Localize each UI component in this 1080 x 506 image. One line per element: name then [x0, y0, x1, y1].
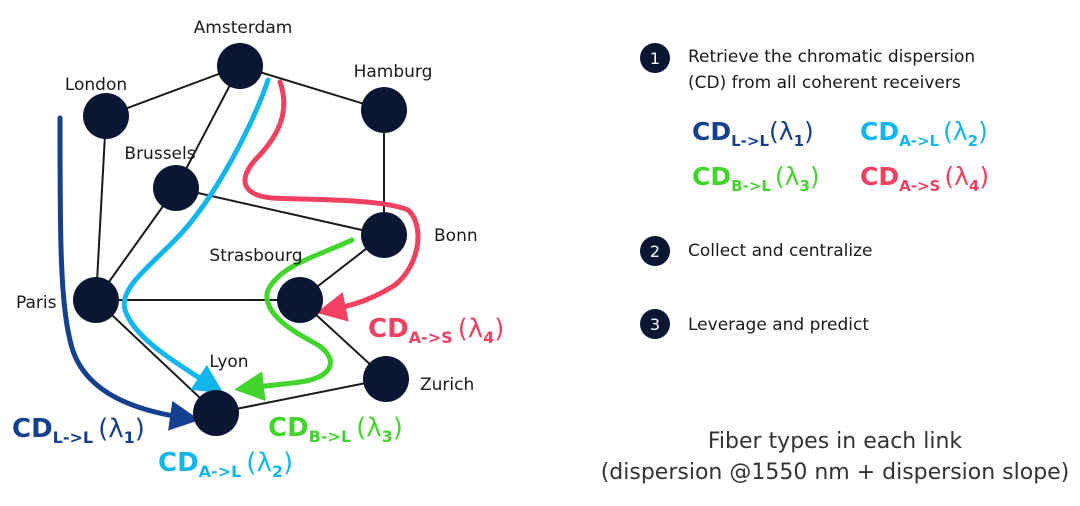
step-2-text: Collect and centralize — [688, 241, 872, 261]
step-1-number: 1 — [650, 49, 660, 68]
cd-main: CD — [860, 117, 899, 146]
caption: Fiber types in each link (dispersion @15… — [601, 429, 1070, 485]
step-1-text-line2: (CD) from all coherent receivers — [688, 73, 961, 93]
cd-sub: L->L — [731, 132, 769, 150]
cd-main: CD — [368, 314, 409, 344]
legend-cd-a-l: CDA->L(λ2) — [860, 117, 988, 150]
cd-sub: A->L — [899, 132, 939, 150]
diagram-cd-labels: CDL->L(λ1) CDA->L(λ2) CDB->L(λ3) CDA->S(… — [12, 314, 504, 481]
step-1: 1 Retrieve the chromatic dispersion (CD)… — [640, 43, 975, 93]
label-cd-a-l: CDA->L(λ2) — [158, 448, 293, 481]
cd-index: 2 — [968, 132, 978, 150]
cd-main: CD — [158, 448, 199, 478]
link-london-amsterdam — [105, 65, 241, 117]
cd-index: 2 — [272, 462, 283, 481]
node-hamburg — [361, 87, 407, 133]
node-strasbourg — [277, 277, 323, 323]
node-amsterdam — [217, 43, 263, 89]
cd-main: CD — [12, 414, 53, 444]
label-cd-b-l: CDB->L (λ3) — [268, 413, 403, 446]
legend-cd-a-s: CDA->S(λ4) — [860, 162, 989, 195]
cd-close: ) — [135, 414, 145, 444]
legend-cd-l-l: CDL->L(λ1) — [692, 117, 814, 150]
cd-lambda: (λ — [246, 448, 272, 478]
step-3: 3 Leverage and predict — [640, 309, 869, 339]
node-london — [83, 93, 129, 139]
city-labels: Amsterdam London Hamburg Brussels Bonn S… — [16, 18, 478, 395]
cd-main: CD — [860, 162, 899, 191]
node-bonn — [361, 212, 407, 258]
label-paris: Paris — [16, 293, 57, 313]
node-zurich — [363, 356, 409, 402]
cd-main: CD — [692, 117, 731, 146]
link-brussels-bonn — [175, 187, 385, 236]
link-amsterdam-hamburg — [239, 65, 385, 111]
cd-close: ) — [978, 117, 988, 146]
path-cd-amsterdam-strasbourg — [242, 79, 421, 322]
cd-lambda: (λ — [98, 414, 124, 444]
cd-close: ) — [283, 448, 293, 478]
label-brussels: Brussels — [124, 144, 195, 164]
label-cd-a-s: CDA->S (λ4) — [368, 314, 504, 347]
step-3-text: Leverage and predict — [688, 315, 869, 335]
step-2-badge — [640, 236, 670, 266]
cd-close: ) — [979, 162, 989, 191]
cd-sub: L->L — [53, 428, 93, 447]
node-paris — [73, 277, 119, 323]
cd-close: ) — [494, 314, 504, 344]
step-2-number: 2 — [650, 242, 660, 261]
path-cd-london-lyon — [57, 115, 200, 431]
cd-close: ) — [810, 162, 820, 191]
cd-index: 3 — [382, 427, 393, 446]
step-3-badge — [640, 309, 670, 339]
label-zurich: Zurich — [420, 375, 474, 395]
cd-index: 1 — [794, 132, 804, 150]
label-amsterdam: Amsterdam — [194, 18, 293, 38]
cd-lambda: (λ — [775, 162, 800, 191]
cd-main: CD — [268, 413, 309, 443]
step-1-badge — [640, 43, 670, 73]
cd-lambda: (λ — [943, 117, 968, 146]
label-london: London — [65, 75, 127, 95]
path-cd-amsterdam-lyon — [121, 77, 271, 394]
cd-sub: A->L — [199, 462, 242, 481]
label-cd-l-l: CDL->L (λ1) — [12, 414, 145, 447]
cd-close: ) — [393, 413, 403, 443]
link-zurich-lyon — [215, 378, 387, 414]
caption-line2: (dispersion @1550 nm + dispersion slope) — [601, 460, 1070, 485]
cd-lambda: (λ — [356, 413, 382, 443]
link-paris-lyon — [95, 299, 217, 414]
cd-legend: CDL->L(λ1) CDA->L(λ2) CDB->L(λ3) CDA->S(… — [692, 117, 989, 195]
label-lyon: Lyon — [209, 352, 248, 372]
cd-lambda: (λ — [458, 314, 484, 344]
node-lyon — [193, 390, 239, 436]
cd-main: CD — [692, 162, 731, 191]
cd-index: 3 — [799, 177, 809, 195]
label-hamburg: Hamburg — [354, 62, 433, 82]
cd-lambda: (λ — [769, 117, 794, 146]
network-nodes — [73, 43, 409, 436]
path-cd-bonn-lyon — [234, 237, 355, 402]
link-london-paris — [95, 115, 107, 301]
step-3-number: 3 — [650, 315, 660, 334]
cd-sub: A->S — [899, 177, 940, 195]
step-2: 2 Collect and centralize — [640, 236, 872, 266]
step-1-text-line1: Retrieve the chromatic dispersion — [688, 47, 975, 67]
label-bonn: Bonn — [434, 226, 478, 246]
legend-cd-b-l: CDB->L(λ3) — [692, 162, 820, 195]
cd-sub: B->L — [309, 427, 351, 446]
cd-index: 4 — [483, 328, 494, 347]
cd-index: 1 — [124, 428, 135, 447]
caption-line1: Fiber types in each link — [708, 429, 963, 454]
cd-sub: B->L — [731, 177, 771, 195]
cd-lambda: (λ — [944, 162, 969, 191]
label-strasbourg: Strasbourg — [209, 246, 302, 266]
node-brussels — [153, 165, 199, 211]
cd-sub: A->S — [409, 328, 453, 347]
cd-close: ) — [804, 117, 814, 146]
cd-index: 4 — [969, 177, 979, 195]
